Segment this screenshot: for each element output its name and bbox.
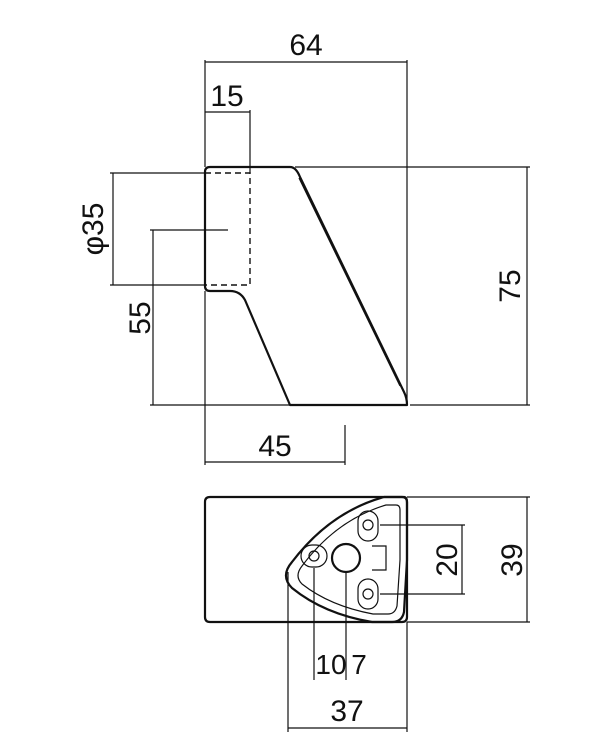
dim-55-label: 55 bbox=[124, 301, 157, 334]
dim-45-label: 45 bbox=[258, 430, 291, 463]
lower-screw-slot bbox=[357, 578, 379, 610]
upper-slot-outer bbox=[357, 510, 379, 542]
dim-10-label: 10 bbox=[315, 649, 346, 680]
plate-notch bbox=[372, 545, 387, 571]
hidden-bore bbox=[205, 172, 251, 286]
mounting-plate-inner bbox=[297, 504, 401, 615]
dim-75-label: 75 bbox=[494, 269, 527, 302]
dim-20-label: 20 bbox=[431, 543, 464, 576]
left-slot-outer bbox=[300, 544, 328, 568]
inner-slope-edge bbox=[298, 177, 401, 387]
dim-64-label: 64 bbox=[289, 29, 322, 62]
dim-39-label: 39 bbox=[496, 543, 529, 576]
dim-15-label: 15 bbox=[210, 80, 243, 113]
upper-screw-slot bbox=[357, 510, 379, 542]
dim-37-label: 37 bbox=[330, 695, 363, 728]
upper-slot-hole bbox=[362, 519, 374, 531]
dim-7-label: 7 bbox=[351, 649, 367, 680]
lower-slot-hole bbox=[362, 588, 374, 600]
side-view: 64 15 φ35 55 75 45 bbox=[77, 29, 530, 465]
center-hole bbox=[330, 542, 362, 574]
side-view-outline bbox=[203, 165, 409, 407]
dim-phi35-label: φ35 bbox=[77, 203, 110, 256]
bottom-view: 20 39 10 7 37 bbox=[203, 495, 530, 732]
left-slot bbox=[300, 544, 328, 568]
lower-slot-outer bbox=[357, 578, 379, 610]
left-slot-hole bbox=[308, 550, 320, 562]
mounting-plate-outer bbox=[284, 495, 409, 624]
